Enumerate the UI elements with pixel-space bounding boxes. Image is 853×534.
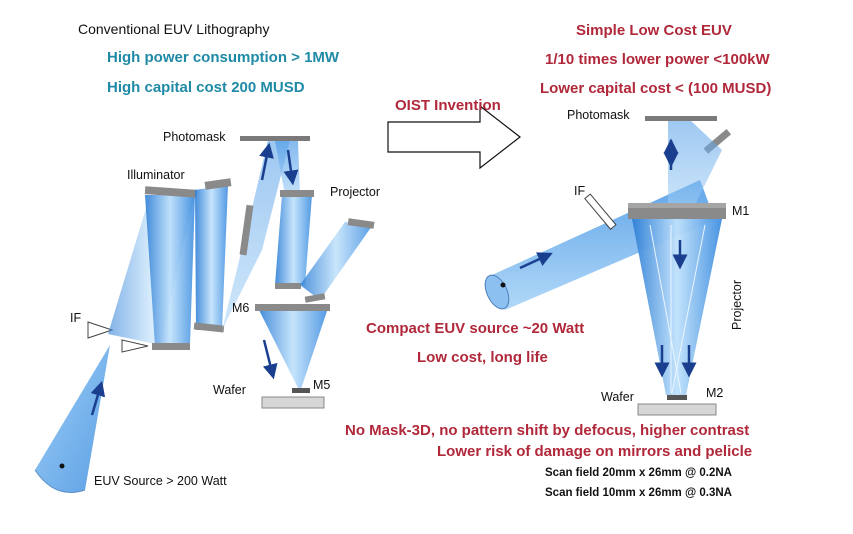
illuminator-mirror-1 <box>144 186 198 198</box>
right-if-marker <box>584 193 617 230</box>
projection-cone <box>632 219 722 395</box>
scan-field-line-1: Scan field 20mm x 26mm @ 0.2NA <box>545 467 732 479</box>
m1-label: M1 <box>732 204 750 218</box>
right-projector-label: Projector <box>730 279 744 330</box>
benefit-line-2: Lower risk of damage on mirrors and peli… <box>437 443 753 460</box>
left-cost-line: High capital cost 200 MUSD <box>107 79 305 96</box>
illuminator-mirror-5 <box>239 204 254 256</box>
projector-mirror-3 <box>347 218 375 229</box>
scan-field-line-2: Scan field 10mm x 26mm @ 0.3NA <box>545 487 732 499</box>
left-source-label: EUV Source > 200 Watt <box>94 474 227 488</box>
right-wafer <box>637 403 717 416</box>
left-wafer-label: Wafer <box>213 383 246 397</box>
left-if-marker <box>87 321 114 339</box>
invention-arrow <box>387 104 521 170</box>
left-if-label: IF <box>70 311 82 325</box>
m5-mirror <box>292 388 310 393</box>
m5-label: M5 <box>313 378 331 392</box>
m1-mirror <box>628 207 726 219</box>
right-source-point <box>500 282 506 288</box>
left-photomask-label: Photomask <box>163 130 226 144</box>
compact-source-line: Compact EUV source ~20 Watt <box>366 320 585 337</box>
right-power-line: 1/10 times lower power <100kW <box>545 51 770 68</box>
m2-mirror <box>667 395 687 400</box>
left-power-line: High power consumption > 1MW <box>107 49 340 66</box>
benefit-line-1: No Mask-3D, no pattern shift by defocus,… <box>345 422 750 439</box>
oist-invention-label: OIST Invention <box>395 97 501 114</box>
projector-mirror-4 <box>304 293 326 303</box>
left-wafer <box>261 396 325 409</box>
left-photomask <box>240 136 310 141</box>
m6-label: M6 <box>232 301 250 315</box>
illuminator-mirror-2 <box>152 343 190 350</box>
m2-label: M2 <box>706 386 724 400</box>
left-source-point <box>59 463 65 469</box>
projector-mirror-1 <box>280 190 314 197</box>
low-cost-line: Low cost, long life <box>417 349 548 366</box>
oist-system <box>484 116 732 416</box>
m6-mirror <box>255 304 330 311</box>
illuminator-mirror-4 <box>193 322 225 333</box>
right-wafer-label: Wafer <box>601 390 634 404</box>
left-source-cone <box>35 345 110 493</box>
left-projector-label: Projector <box>330 185 381 199</box>
right-cost-line: Lower capital cost < (100 MUSD) <box>540 80 772 97</box>
projector-mirror-2 <box>275 283 301 289</box>
illuminator-label: Illuminator <box>127 168 185 182</box>
right-photomask-label: Photomask <box>567 108 630 122</box>
right-if-label: IF <box>574 184 586 198</box>
conventional-system <box>34 136 375 493</box>
left-heading: Conventional EUV Lithography <box>78 21 270 37</box>
right-photomask <box>645 116 717 121</box>
illuminator-mirror-3 <box>204 178 232 190</box>
right-title-line: Simple Low Cost EUV <box>576 22 732 39</box>
